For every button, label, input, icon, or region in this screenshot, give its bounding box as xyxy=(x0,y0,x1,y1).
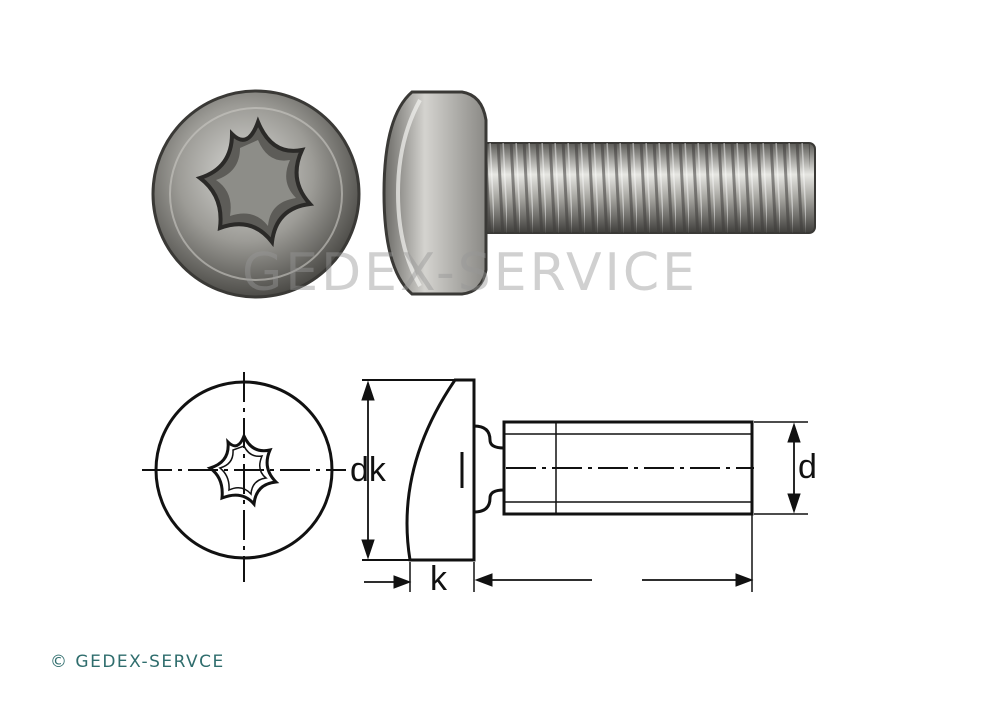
dimension-dk xyxy=(361,380,375,560)
photo-screw-side-view xyxy=(382,90,816,296)
watermark-text: GEDEX-SERVICE xyxy=(242,243,698,303)
torx-drive-icon xyxy=(206,432,280,508)
drawing-side-view xyxy=(362,378,754,562)
torx-recess-photo xyxy=(195,116,315,248)
label-dk: dk xyxy=(350,451,387,489)
label-d: d xyxy=(798,448,817,486)
photo-head-top-view xyxy=(151,89,361,299)
dimension-d xyxy=(754,421,808,515)
dimension-length xyxy=(474,514,754,592)
label-k: k xyxy=(430,560,448,598)
copyright-text: © GEDEX-SERVCE xyxy=(50,652,225,672)
dimension-k xyxy=(364,562,475,592)
drawing-end-view xyxy=(142,372,346,582)
